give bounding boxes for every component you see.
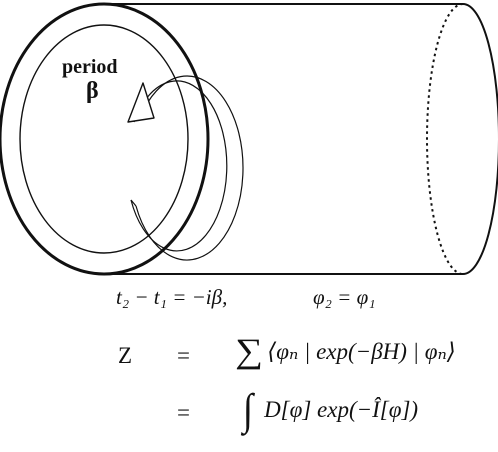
period-loop-inner — [130, 80, 228, 252]
period-loop-outer — [135, 75, 244, 261]
left-cap-inner-rim — [19, 24, 189, 254]
equation-rhs: ∑ ⟨φₙ | exp(−βH) | φₙ⟩ — [235, 333, 456, 370]
path-integral: D[φ] exp(−Î[φ]) — [264, 397, 419, 422]
equation-rhs: ∫ D[φ] exp(−Î[φ]) — [242, 388, 418, 432]
equals-sign: = — [177, 343, 190, 368]
period-loop-cap — [130, 199, 137, 207]
period-label: period — [62, 56, 118, 78]
equation-lhs: Z — [118, 343, 133, 368]
matrix-element: ⟨φₙ | exp(−βH) | φₙ⟩ — [267, 339, 456, 364]
summation-symbol: ∑ — [235, 333, 264, 370]
period-arrowhead-icon — [127, 82, 155, 123]
equation-row-1: Z = ∑ ⟨φₙ | exp(−βH) | φₙ⟩ — [0, 333, 498, 383]
right-cap-hidden-arc — [426, 3, 464, 275]
equation-row-2: = ∫ D[φ] exp(−Î[φ]) — [0, 388, 498, 448]
field-condition: φ₂ = φ₁ — [313, 285, 376, 309]
left-cap-outer-rim — [0, 2, 210, 276]
period-symbol: β — [86, 78, 99, 104]
equals-sign: = — [177, 400, 190, 425]
right-cap-front-arc — [462, 3, 498, 275]
integral-symbol: ∫ — [242, 385, 254, 434]
time-condition: t₂ − t₁ = −iβ, — [116, 285, 228, 309]
